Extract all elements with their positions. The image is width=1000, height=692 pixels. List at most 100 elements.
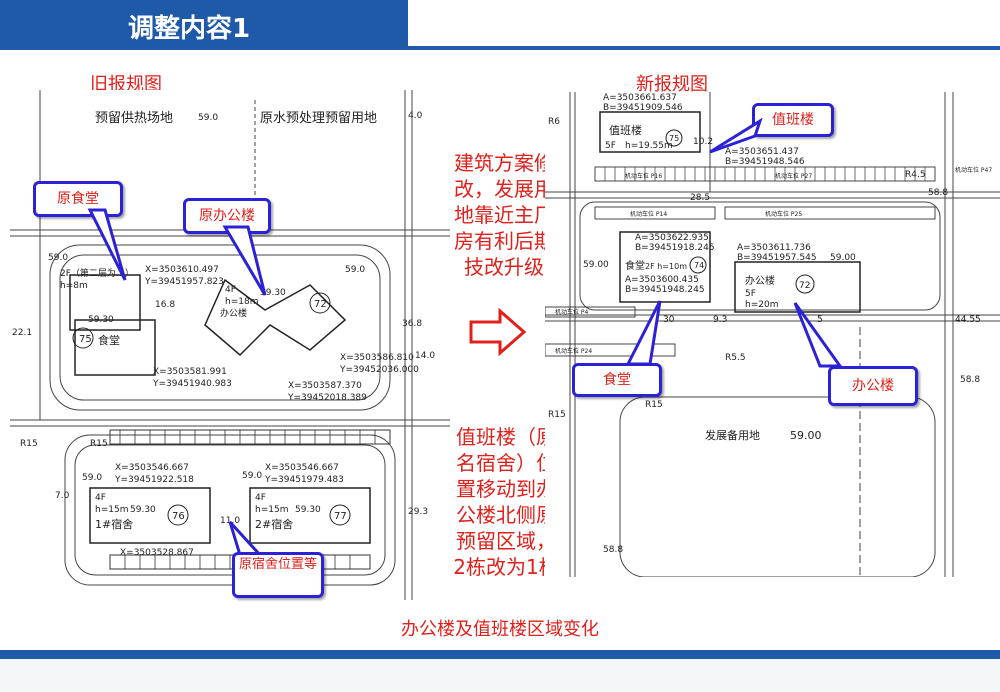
parking-label: 机动车位 P27 (775, 172, 812, 180)
elev-label: 59.30 (130, 505, 156, 515)
callout-new-office: 办公楼 (828, 366, 918, 406)
new-plan-title: 新报规图 (636, 74, 708, 95)
coord-label: A=3503661.637 (603, 93, 677, 103)
canteen-height: h=8m (60, 281, 88, 291)
coord-label: B=39451957.545 (737, 253, 817, 263)
callout-old-canteen-pointer (87, 208, 127, 281)
duty-height: h=19.55m (625, 141, 673, 151)
old-plan-title: 旧报规图 (90, 74, 162, 95)
radius-label: R5.5 (725, 353, 746, 363)
dim-label: 58.8 (960, 375, 980, 385)
figure-caption: 办公楼及值班楼区域变化 (401, 619, 599, 640)
reserved-heat-label: 预留供热场地 (95, 111, 173, 126)
coord-label: A=3503651.437 (725, 147, 799, 157)
parking-label: 机动车位 P24 (555, 347, 592, 355)
elev-label: 59.30 (295, 505, 321, 515)
callout-new-canteen-pointer (625, 300, 662, 366)
old-site-plan: 预留供热场地 原水预处理预留用地 59.0 4.0 59.0 2F（第二层为…）… (10, 90, 450, 600)
dim-label: 10.2 (693, 137, 713, 147)
callout-old-office-pointer (222, 225, 267, 296)
elev-label: 59.00 (583, 260, 609, 270)
elev-label: 59.0 (82, 473, 102, 483)
note-bottom-line: 值班楼（原 (456, 425, 556, 449)
dim-label: 9.3 (713, 315, 727, 325)
coord-label: B=39451909.546 (603, 103, 683, 113)
note-bottom-line: 2栋改为1栋 (453, 555, 559, 579)
footer-band (0, 650, 1000, 659)
coord-label: Y=39452018.389 (287, 393, 367, 403)
note-bottom-line: 预留区域， (456, 529, 556, 553)
coord-label: X=3503587.370 (288, 381, 362, 391)
dorm1-floors: 4F (95, 493, 106, 503)
callout-new-duty-label: 值班楼 (772, 112, 814, 128)
coord-label: Y=39451979.483 (264, 475, 344, 485)
coord-label: B=39451948.546 (725, 157, 805, 167)
elev-label: 59.30 (260, 288, 286, 298)
callout-new-duty-pointer (709, 118, 763, 154)
elev-label: 59.00 (830, 253, 856, 263)
dorm1-height: h=15m (95, 505, 128, 515)
arrow-right-icon (469, 308, 527, 357)
callout-old-office-label: 原办公楼 (199, 208, 255, 224)
callout-old-canteen: 原食堂 (33, 181, 123, 217)
coord-label: A=3503611.736 (737, 243, 811, 253)
coord-label: X=3503546.667 (265, 463, 339, 473)
note-bottom-line: 公楼北侧原 (456, 503, 556, 527)
dev-land-label: 发展备用地 (705, 428, 760, 442)
dim-label: 22.1 (12, 328, 32, 338)
callout-new-canteen-label: 食堂 (603, 372, 631, 388)
note-top: 建筑方案修 改，发展用 地靠近主厂 房有利后期 技改升级 (450, 150, 558, 280)
canteen-floors: 2F（第二层为…） (60, 267, 134, 279)
callout-old-canteen-label: 原食堂 (57, 191, 99, 207)
callout-new-duty: 值班楼 (752, 103, 834, 137)
office-floors: 4F (225, 285, 236, 295)
radius-label: R15 (90, 439, 108, 449)
dim-label: 58.8 (603, 545, 623, 555)
elev-label: 59.0 (242, 471, 262, 481)
dim-label: 29.3 (408, 507, 428, 517)
note-top-line: 改，发展用 (454, 177, 554, 201)
office-number: 72 (799, 281, 810, 291)
dim-label: 30 (663, 315, 675, 325)
elev-label: 4.0 (408, 111, 423, 121)
canteen-name: 食堂 (98, 333, 120, 347)
duty-number: 75 (669, 134, 679, 143)
dorm1-name: 1#宿舍 (95, 517, 133, 531)
coord-label: B=39451948.245 (625, 285, 705, 295)
coord-label: Y=39451940.983 (152, 379, 232, 389)
canteen-name: 食堂 (625, 259, 645, 272)
office-height: h=18m (225, 297, 258, 307)
elev-label: 59.0 (345, 265, 365, 275)
radius-label: R4.5 (905, 170, 926, 180)
office-name: 办公楼 (220, 307, 247, 319)
callout-new-office-pointer (793, 302, 843, 368)
coord-label: X=3503581.991 (153, 367, 227, 377)
dorm2-height: h=15m (255, 505, 288, 515)
office-name: 办公楼 (745, 274, 775, 287)
dim-label: 44.55 (955, 315, 981, 325)
reserved-water-label: 原水预处理预留用地 (260, 111, 377, 126)
elev-label: 59.0 (48, 253, 68, 263)
dim-label: 11.0 (220, 516, 240, 526)
callout-old-office: 原办公楼 (183, 198, 271, 234)
office-floors: 5F (745, 289, 756, 299)
radius-label: R6 (548, 117, 560, 127)
radius-label: R15 (20, 439, 38, 449)
title-rule (408, 46, 1000, 50)
coord-label: X=3503586.810 (340, 353, 414, 363)
elev-label: 59.00 (790, 429, 822, 442)
office-number: 72 (314, 299, 327, 310)
callout-new-canteen: 食堂 (572, 363, 662, 397)
note-top-line: 地靠近主厂 (454, 203, 554, 227)
note-top-line: 技改升级 (464, 255, 544, 279)
note-top-line: 建筑方案修 (454, 151, 554, 175)
duty-floors: 5F (605, 141, 616, 151)
canteen-number: 75 (79, 334, 92, 345)
canteen-floors: 2F h=10m (645, 262, 687, 271)
title-bar: 调整内容1 (0, 0, 408, 50)
dorm1-number: 76 (172, 511, 185, 522)
coord-label: A=3503622.935 (635, 233, 709, 243)
dorm2-number: 77 (334, 511, 347, 522)
coord-label: X=3503528.867 (120, 548, 194, 558)
coord-label: Y=39452036.000 (339, 365, 419, 375)
